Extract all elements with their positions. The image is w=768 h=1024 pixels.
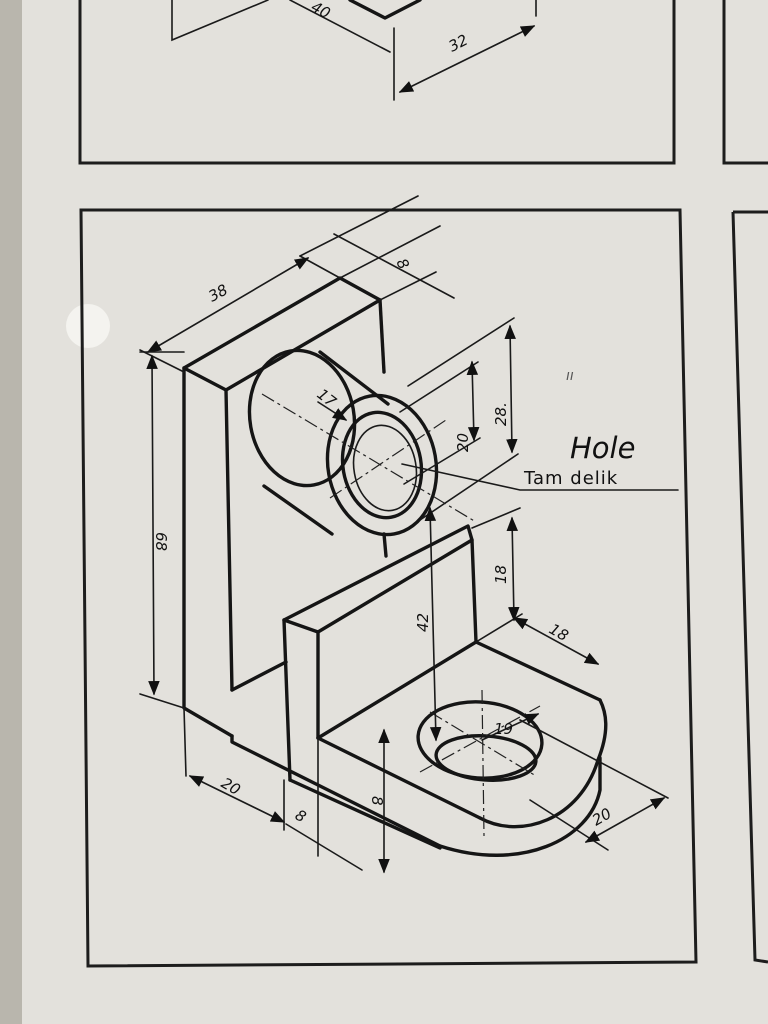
base-hole-inner bbox=[434, 734, 538, 782]
dim-label-8-base: 8 bbox=[368, 796, 386, 806]
rib-left-edge bbox=[282, 618, 292, 782]
dim-line-38 bbox=[146, 257, 310, 353]
paper-sheet bbox=[22, 0, 768, 1024]
bracket-isometric-view bbox=[182, 276, 608, 857]
base-lower-front-edge bbox=[288, 778, 442, 850]
dim-label-18-vertical: 18 bbox=[492, 565, 510, 584]
base-top-front-edge bbox=[316, 736, 482, 820]
boss-front-ellipse bbox=[325, 393, 439, 537]
dim-line-19 bbox=[481, 713, 540, 741]
dim-label-42: 42 bbox=[414, 613, 432, 632]
upright-right-edge bbox=[378, 298, 386, 374]
dim-line-42 bbox=[424, 506, 442, 742]
dim-line-8-top bbox=[379, 271, 437, 301]
dim-line-20-base bbox=[584, 797, 666, 843]
hole-note-title: Hole bbox=[570, 431, 635, 465]
boss-centerline-b bbox=[329, 419, 447, 499]
dimension-lines bbox=[139, 195, 679, 874]
dim-label-40: 40 bbox=[308, 0, 333, 22]
boss-hole-inner-edge bbox=[352, 424, 418, 512]
dim-label-20: 20 bbox=[454, 433, 472, 452]
boss-cylinder bbox=[247, 348, 477, 558]
base-rounded-end-top bbox=[478, 698, 608, 829]
right-panel-frame bbox=[731, 211, 768, 964]
hole-note-subtitle: Tam delik bbox=[523, 468, 618, 489]
main-panel-frame bbox=[79, 208, 698, 968]
hole-leader-line bbox=[401, 463, 679, 491]
dim-line-20-bottom bbox=[188, 775, 286, 823]
punch-hole bbox=[66, 304, 110, 348]
upright-base-join bbox=[230, 660, 288, 692]
dim-line-68 bbox=[146, 354, 160, 696]
base-hole-centerline-a bbox=[419, 705, 541, 773]
boss-hole-ellipse bbox=[340, 410, 424, 520]
boss-centerline-a bbox=[261, 393, 477, 523]
pencil-mark: ıı bbox=[566, 368, 574, 384]
boss-below-edge bbox=[382, 532, 388, 558]
top-panel-frame bbox=[78, 0, 676, 165]
base-front-bottom-edge bbox=[230, 734, 442, 848]
dim-line-18-vertical bbox=[506, 516, 520, 622]
dim-label-28: 28. bbox=[492, 402, 510, 426]
dim-label-68: 68 bbox=[152, 532, 170, 551]
rib-right-edge bbox=[470, 538, 478, 644]
upright-inner-edge bbox=[224, 388, 234, 692]
dim-line-18-horizontal bbox=[512, 617, 600, 665]
top-right-panel-frame bbox=[722, 0, 768, 165]
dim-line-17 bbox=[317, 401, 348, 421]
top-drawing-fragment bbox=[171, 0, 537, 101]
dim-line-28 bbox=[504, 324, 518, 454]
dim-line-8-bottom bbox=[285, 823, 363, 871]
dim-line-20 bbox=[466, 360, 480, 442]
dim-label-19: 19 bbox=[494, 720, 513, 738]
